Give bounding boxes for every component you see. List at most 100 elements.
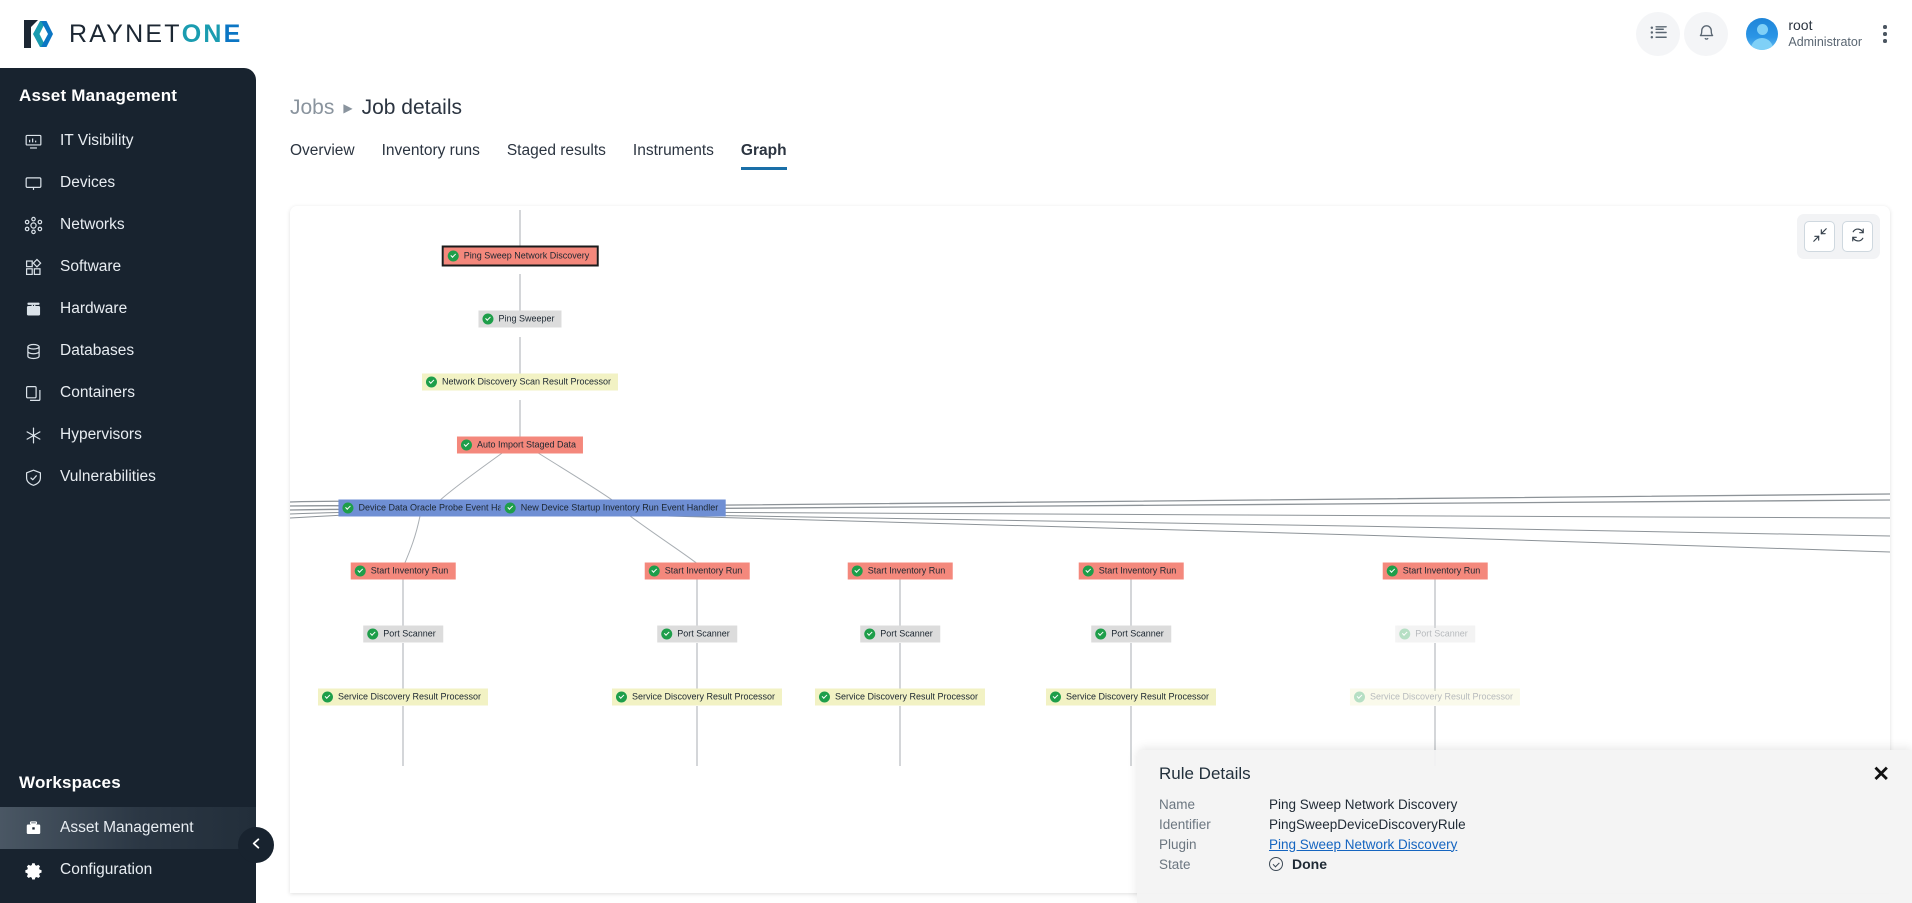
- snowflake-icon: [22, 424, 44, 446]
- sidebar-collapse-button[interactable]: [238, 827, 274, 863]
- fit-to-screen-button[interactable]: [1804, 221, 1835, 252]
- status-ok-icon: [342, 502, 354, 514]
- toolbox-icon: [22, 298, 44, 320]
- sidebar-label: Software: [60, 258, 122, 275]
- node-label: Ping Sweeper: [498, 313, 555, 324]
- sidebar-item-vulnerabilities[interactable]: Vulnerabilities: [0, 456, 256, 498]
- graph-node[interactable]: Network Discovery Scan Result Processor: [421, 373, 619, 391]
- sidebar-item-containers[interactable]: Containers: [0, 372, 256, 414]
- graph-node[interactable]: Start Inventory Run: [1382, 562, 1488, 580]
- rule-label: Name: [1159, 796, 1196, 812]
- graph-node[interactable]: Port Scanner: [860, 625, 940, 643]
- list-checks-icon: [1649, 23, 1668, 45]
- breadcrumb-jobs[interactable]: Jobs: [290, 96, 335, 119]
- sidebar-item-devices[interactable]: Devices: [0, 162, 256, 204]
- graph-node[interactable]: Service Discovery Result Processor: [317, 688, 489, 706]
- network-nodes-icon: [22, 214, 44, 236]
- database-icon: [22, 340, 44, 362]
- status-ok-icon: [425, 376, 437, 388]
- graph-node[interactable]: Service Discovery Result Processor: [814, 688, 986, 706]
- graph-node[interactable]: Port Scanner: [1091, 625, 1171, 643]
- sidebar-label: IT Visibility: [60, 132, 134, 149]
- tab-overview[interactable]: Overview: [290, 142, 355, 159]
- status-ok-icon: [615, 691, 627, 703]
- rule-details-panel: Rule Details ✕ Name Ping Sweep Network D…: [1137, 750, 1912, 903]
- tab-graph[interactable]: Graph: [740, 142, 787, 170]
- rule-row-plugin: Plugin Ping Sweep Network Discovery: [1159, 834, 1890, 854]
- tab-inventory-runs[interactable]: Inventory runs: [381, 142, 480, 159]
- node-label: Port Scanner: [383, 628, 436, 639]
- graph-node-selected[interactable]: Ping Sweep Network Discovery: [441, 245, 599, 267]
- notifications-button[interactable]: [1684, 12, 1729, 56]
- check-circle-icon: [1269, 857, 1283, 871]
- rule-details-title: Rule Details: [1159, 764, 1251, 783]
- graph-canvas[interactable]: TriggerNetworkDiscovery Ping Sweep Netwo…: [290, 206, 1890, 893]
- graph-node[interactable]: Service Discovery Result Processor: [611, 688, 783, 706]
- shield-check-icon: [22, 466, 44, 488]
- graph-node[interactable]: Start Inventory Run: [1078, 562, 1184, 580]
- status-ok-icon: [354, 565, 366, 577]
- graph-node[interactable]: Ping Sweeper: [478, 310, 562, 328]
- kebab-menu-icon[interactable]: [1872, 14, 1898, 54]
- node-label: Start Inventory Run: [1098, 565, 1177, 576]
- user-menu[interactable]: root Administrator: [1746, 17, 1862, 50]
- sidebar-item-software[interactable]: Software: [0, 246, 256, 288]
- graph-node[interactable]: Start Inventory Run: [350, 562, 456, 580]
- sidebar-item-networks[interactable]: Networks: [0, 204, 256, 246]
- status-ok-icon: [851, 565, 863, 577]
- brand-text-e: E: [223, 19, 243, 48]
- page-title: Job details: [361, 96, 462, 119]
- tasks-button[interactable]: [1636, 12, 1681, 56]
- sidebar-label: Databases: [60, 342, 135, 359]
- graph-node[interactable]: Start Inventory Run: [644, 562, 750, 580]
- close-icon[interactable]: ✕: [1872, 763, 1890, 786]
- graph-node[interactable]: Port Scanner: [363, 625, 443, 643]
- user-meta: root Administrator: [1788, 17, 1862, 50]
- sidebar-item-asset-management[interactable]: Asset Management: [0, 807, 256, 849]
- brand-logo[interactable]: RAYNETONE: [20, 15, 243, 53]
- refresh-button[interactable]: [1842, 221, 1873, 252]
- graph-node[interactable]: Service Discovery Result Processor: [1349, 688, 1521, 706]
- breadcrumb: Jobs ▶ Job details: [290, 96, 1912, 120]
- graph-node[interactable]: Port Scanner: [657, 625, 737, 643]
- sidebar-item-hypervisors[interactable]: Hypervisors: [0, 414, 256, 456]
- tab-staged-results[interactable]: Staged results: [506, 142, 606, 159]
- status-ok-icon: [1386, 565, 1398, 577]
- top-bar: RAYNETONE: [0, 0, 1912, 68]
- graph-node[interactable]: New Device Startup Inventory Run Event H…: [500, 499, 726, 517]
- sidebar: Asset Management IT Visibility Devices N…: [0, 68, 274, 903]
- sidebar-label: Containers: [60, 384, 135, 401]
- graph-node[interactable]: Service Discovery Result Processor: [1045, 688, 1217, 706]
- sidebar-item-databases[interactable]: Databases: [0, 330, 256, 372]
- status-ok-icon: [460, 439, 472, 451]
- plugin-link[interactable]: Ping Sweep Network Discovery: [1269, 836, 1458, 852]
- monitor-chart-icon: [22, 130, 44, 152]
- graph-node[interactable]: Device Data Oracle Probe Event Handler: [338, 499, 530, 517]
- node-label: Service Discovery Result Processor: [631, 691, 776, 702]
- rule-label: State: [1159, 856, 1191, 872]
- node-label: Service Discovery Result Processor: [337, 691, 482, 702]
- node-label: Ping Sweep Network Discovery: [463, 250, 590, 261]
- tab-instruments[interactable]: Instruments: [632, 142, 714, 159]
- graph-node[interactable]: Port Scanner: [1395, 625, 1475, 643]
- graph-node[interactable]: Start Inventory Run: [847, 562, 953, 580]
- rule-row-state: State Done: [1159, 854, 1890, 874]
- avatar: [1746, 18, 1779, 50]
- status-ok-icon: [1399, 628, 1411, 640]
- rule-label: Identifier: [1159, 816, 1211, 832]
- sidebar-item-it-visibility[interactable]: IT Visibility: [0, 120, 256, 162]
- sidebar-item-configuration[interactable]: Configuration: [0, 849, 256, 891]
- node-label: Start Inventory Run: [370, 565, 449, 576]
- graph-node[interactable]: Auto Import Staged Data: [456, 436, 584, 454]
- status-ok-icon: [321, 691, 333, 703]
- status-ok-icon: [482, 313, 494, 325]
- sidebar-label: Vulnerabilities: [60, 468, 156, 485]
- sidebar-label: Devices: [60, 174, 116, 191]
- node-label: Network Discovery Scan Result Processor: [441, 376, 612, 387]
- status-ok-icon: [1049, 691, 1061, 703]
- collapse-arrows-icon: [1812, 227, 1828, 246]
- sidebar-label: Asset Management: [60, 819, 194, 836]
- node-label: Port Scanner: [677, 628, 730, 639]
- tab-bar: Overview Inventory runs Staged results I…: [290, 142, 1912, 170]
- sidebar-item-hardware[interactable]: Hardware: [0, 288, 256, 330]
